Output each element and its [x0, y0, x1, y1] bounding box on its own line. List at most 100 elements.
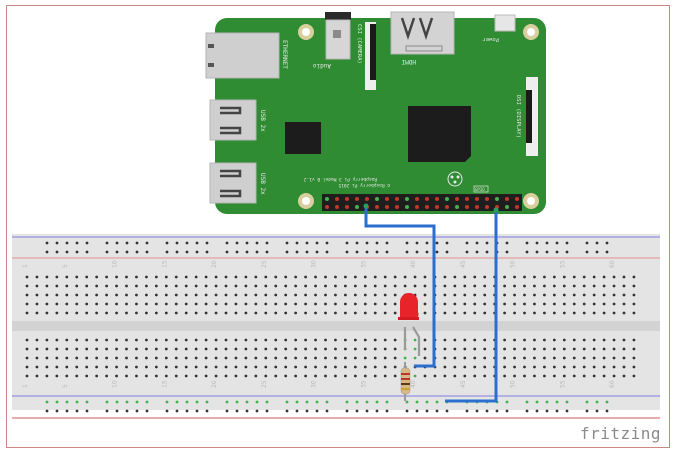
rail-hole[interactable]	[85, 250, 89, 254]
breadboard-hole[interactable]	[65, 311, 69, 315]
breadboard-hole[interactable]	[75, 374, 79, 378]
breadboard-hole[interactable]	[35, 374, 39, 378]
breadboard-hole[interactable]	[473, 284, 477, 288]
breadboard-hole[interactable]	[204, 374, 208, 378]
breadboard-hole[interactable]	[164, 284, 168, 288]
breadboard-hole[interactable]	[244, 275, 248, 279]
breadboard-hole[interactable]	[423, 338, 427, 342]
breadboard-hole[interactable]	[135, 311, 138, 315]
breadboard-hole[interactable]	[443, 302, 447, 306]
rail-hole[interactable]	[185, 241, 189, 245]
breadboard-hole[interactable]	[602, 347, 606, 351]
rail-hole[interactable]	[75, 241, 79, 245]
breadboard-hole[interactable]	[393, 338, 397, 342]
breadboard-hole[interactable]	[244, 338, 248, 342]
breadboard-hole[interactable]	[294, 338, 298, 342]
breadboard-hole[interactable]	[413, 356, 417, 360]
rail-hole[interactable]	[355, 241, 359, 245]
rail-hole[interactable]	[415, 241, 419, 245]
breadboard-hole[interactable]	[204, 338, 208, 342]
breadboard-hole[interactable]	[383, 275, 387, 279]
rail-hole[interactable]	[225, 250, 229, 254]
breadboard-hole[interactable]	[304, 302, 307, 306]
rail-hole[interactable]	[175, 241, 179, 245]
breadboard-hole[interactable]	[543, 338, 546, 342]
breadboard-hole[interactable]	[45, 365, 49, 369]
breadboard-hole[interactable]	[304, 338, 307, 342]
breadboard-hole[interactable]	[403, 284, 407, 288]
rail-hole[interactable]	[435, 400, 439, 404]
rail-hole[interactable]	[595, 250, 599, 254]
breadboard-hole[interactable]	[523, 347, 526, 351]
breadboard-hole[interactable]	[463, 356, 467, 360]
breadboard-hole[interactable]	[55, 374, 59, 378]
breadboard-hole[interactable]	[572, 338, 576, 342]
breadboard-hole[interactable]	[373, 311, 377, 315]
breadboard-hole[interactable]	[344, 365, 347, 369]
jumper-wires[interactable]	[363, 203, 499, 403]
breadboard-hole[interactable]	[612, 365, 616, 369]
breadboard-hole[interactable]	[513, 293, 516, 297]
breadboard-hole[interactable]	[423, 356, 427, 360]
breadboard-hole[interactable]	[463, 347, 467, 351]
rail-hole[interactable]	[75, 400, 79, 404]
breadboard-hole[interactable]	[75, 356, 79, 360]
breadboard-hole[interactable]	[224, 356, 228, 360]
rail-hole[interactable]	[85, 241, 89, 245]
rail-hole[interactable]	[355, 250, 359, 254]
breadboard-hole[interactable]	[363, 311, 367, 315]
breadboard-hole[interactable]	[274, 284, 278, 288]
breadboard-hole[interactable]	[25, 284, 29, 288]
breadboard-hole[interactable]	[95, 275, 99, 279]
breadboard-hole[interactable]	[393, 347, 397, 351]
breadboard-hole[interactable]	[334, 275, 337, 279]
rail-hole[interactable]	[415, 400, 419, 404]
breadboard-hole[interactable]	[85, 284, 89, 288]
breadboard-hole[interactable]	[572, 284, 576, 288]
breadboard-hole[interactable]	[373, 284, 377, 288]
breadboard-hole[interactable]	[154, 293, 158, 297]
breadboard-hole[interactable]	[274, 365, 278, 369]
wire-gpio-to-led[interactable]	[364, 206, 436, 368]
breadboard-hole[interactable]	[373, 374, 377, 378]
breadboard-hole[interactable]	[503, 275, 506, 279]
breadboard-hole[interactable]	[224, 374, 228, 378]
breadboard-hole[interactable]	[184, 356, 188, 360]
rail-hole[interactable]	[145, 241, 149, 245]
breadboard-hole[interactable]	[65, 347, 69, 351]
rail-hole[interactable]	[255, 250, 259, 254]
breadboard-hole[interactable]	[572, 356, 576, 360]
rail-hole[interactable]	[305, 409, 309, 413]
breadboard-hole[interactable]	[393, 275, 397, 279]
rail-hole[interactable]	[385, 400, 389, 404]
breadboard-hole[interactable]	[154, 374, 158, 378]
rail-hole[interactable]	[225, 241, 229, 245]
breadboard-hole[interactable]	[582, 347, 586, 351]
breadboard-hole[interactable]	[35, 311, 39, 315]
rail-hole[interactable]	[405, 400, 409, 404]
breadboard-hole[interactable]	[344, 275, 347, 279]
breadboard-hole[interactable]	[622, 293, 626, 297]
breadboard-hole[interactable]	[125, 347, 128, 351]
breadboard-hole[interactable]	[294, 275, 298, 279]
breadboard-hole[interactable]	[85, 311, 89, 315]
breadboard-hole[interactable]	[25, 347, 29, 351]
gpio-pin[interactable]	[445, 197, 449, 201]
breadboard-hole[interactable]	[244, 347, 248, 351]
breadboard-hole[interactable]	[294, 356, 298, 360]
breadboard-hole[interactable]	[533, 374, 536, 378]
breadboard-hole[interactable]	[483, 356, 487, 360]
breadboard-hole[interactable]	[55, 338, 59, 342]
rail-hole[interactable]	[315, 409, 319, 413]
breadboard-hole[interactable]	[264, 338, 268, 342]
breadboard-hole[interactable]	[254, 284, 258, 288]
breadboard-hole[interactable]	[443, 284, 447, 288]
breadboard-hole[interactable]	[284, 347, 288, 351]
gpio-pin[interactable]	[425, 197, 429, 201]
breadboard-hole[interactable]	[523, 356, 526, 360]
rail-hole[interactable]	[475, 241, 479, 245]
breadboard-hole[interactable]	[115, 293, 118, 297]
resistor[interactable]	[400, 362, 411, 401]
breadboard-hole[interactable]	[174, 302, 178, 306]
breadboard-hole[interactable]	[105, 365, 108, 369]
